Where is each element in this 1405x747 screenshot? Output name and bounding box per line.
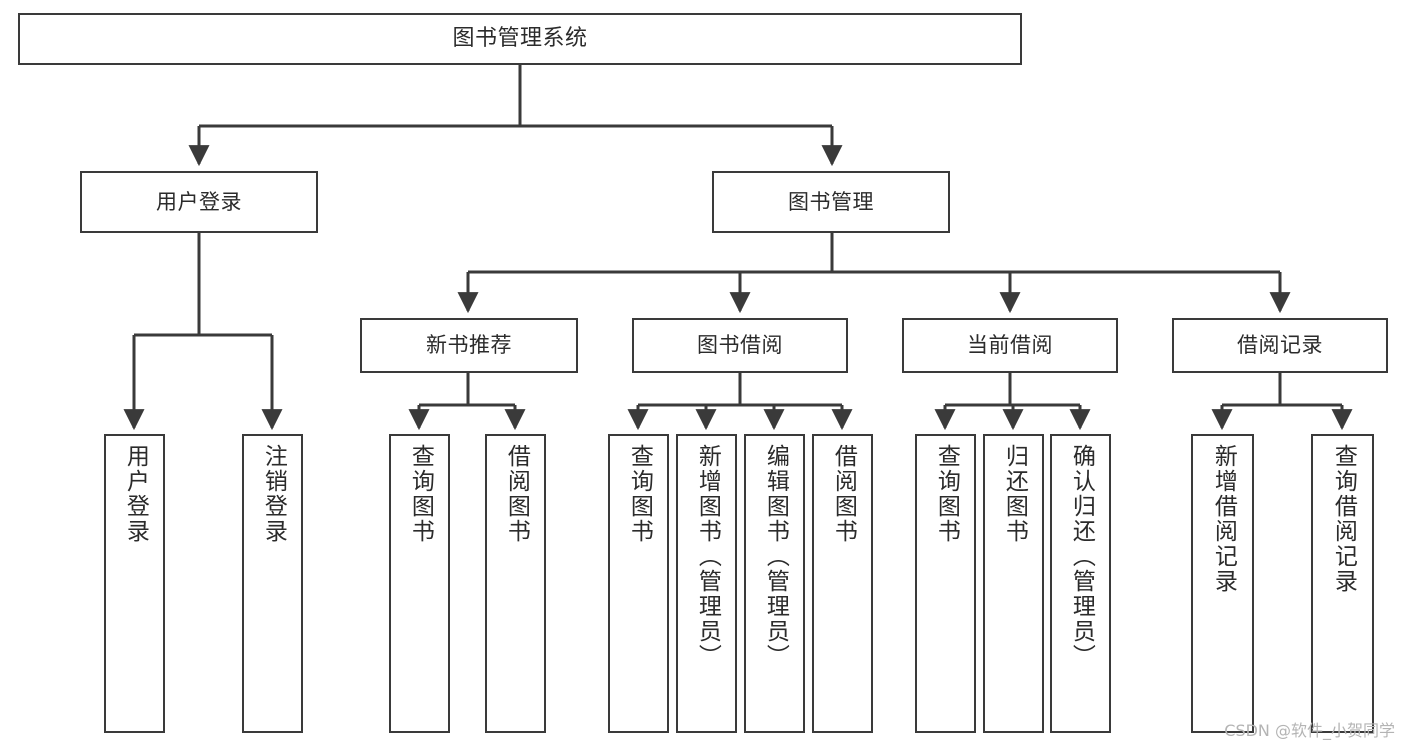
node-leaf-query-book-3-label: 查询图书: [933, 444, 960, 544]
watermark: CSDN @软件_小贺同学: [1224, 721, 1395, 740]
node-leaf-query-book-1[interactable]: 查询图书: [389, 434, 450, 733]
node-root[interactable]: 图书管理系统: [18, 13, 1022, 65]
node-leaf-add-record[interactable]: 新增借阅记录: [1191, 434, 1254, 733]
node-current-borrow[interactable]: 当前借阅: [902, 318, 1118, 373]
node-leaf-edit-book-label: 编辑图书（管理员）: [762, 444, 789, 669]
node-borrow-record-label: 借阅记录: [1237, 333, 1323, 358]
node-leaf-query-book-2-label: 查询图书: [626, 444, 653, 544]
node-borrow-record[interactable]: 借阅记录: [1172, 318, 1388, 373]
node-leaf-borrow-book-2[interactable]: 借阅图书: [812, 434, 873, 733]
node-leaf-add-record-label: 新增借阅记录: [1210, 444, 1237, 594]
node-leaf-query-book-1-label: 查询图书: [407, 444, 434, 544]
node-leaf-return-book-label: 归还图书: [1001, 444, 1028, 544]
node-leaf-confirm-return[interactable]: 确认归还（管理员）: [1050, 434, 1111, 733]
node-leaf-edit-book[interactable]: 编辑图书（管理员）: [744, 434, 805, 733]
node-current-borrow-label: 当前借阅: [967, 333, 1053, 358]
node-leaf-logout-label: 注销登录: [260, 444, 287, 544]
node-leaf-query-record-label: 查询借阅记录: [1330, 444, 1357, 594]
node-user-login[interactable]: 用户登录: [80, 171, 318, 233]
node-leaf-logout[interactable]: 注销登录: [242, 434, 303, 733]
node-leaf-return-book[interactable]: 归还图书: [983, 434, 1044, 733]
node-leaf-borrow-book-1[interactable]: 借阅图书: [485, 434, 546, 733]
node-book-manage[interactable]: 图书管理: [712, 171, 950, 233]
node-new-book-recommend-label: 新书推荐: [426, 333, 512, 358]
node-leaf-add-book[interactable]: 新增图书（管理员）: [676, 434, 737, 733]
node-root-label: 图书管理系统: [452, 26, 588, 52]
node-leaf-borrow-book-2-label: 借阅图书: [830, 444, 857, 544]
node-leaf-user-login[interactable]: 用户登录: [104, 434, 165, 733]
node-leaf-confirm-return-label: 确认归还（管理员）: [1068, 444, 1095, 669]
node-leaf-add-book-label: 新增图书（管理员）: [694, 444, 721, 669]
node-user-login-label: 用户登录: [156, 189, 242, 214]
node-leaf-query-book-3[interactable]: 查询图书: [915, 434, 976, 733]
node-book-borrow[interactable]: 图书借阅: [632, 318, 848, 373]
node-new-book-recommend[interactable]: 新书推荐: [360, 318, 578, 373]
node-leaf-user-login-label: 用户登录: [122, 444, 149, 544]
node-leaf-query-record[interactable]: 查询借阅记录: [1311, 434, 1374, 733]
node-book-manage-label: 图书管理: [788, 189, 874, 214]
node-leaf-borrow-book-1-label: 借阅图书: [503, 444, 530, 544]
node-leaf-query-book-2[interactable]: 查询图书: [608, 434, 669, 733]
node-book-borrow-label: 图书借阅: [697, 333, 783, 358]
